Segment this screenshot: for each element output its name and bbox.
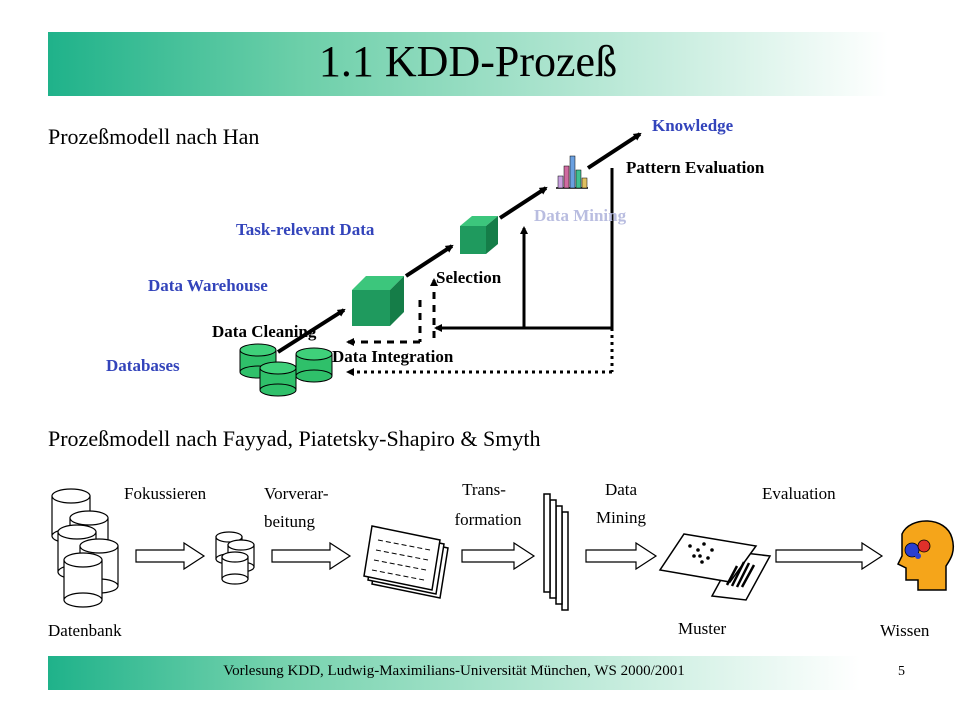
data-warehouse-cube-icon xyxy=(352,276,404,326)
page-number: 5 xyxy=(898,664,905,679)
footer-bar xyxy=(48,656,860,690)
label-databases: Databases xyxy=(106,356,180,375)
label-vorverarbeitung-1: Vorverar- xyxy=(264,484,329,503)
label-task-relevant-data: Task-relevant Data xyxy=(236,220,375,239)
label-data-mining: Data Mining xyxy=(534,206,627,225)
datenbank-cylinders-icon xyxy=(51,488,119,608)
label-vorverarbeitung-2: beitung xyxy=(264,512,315,531)
label-data-integration: Data Integration xyxy=(332,347,454,366)
label-wissen: Wissen xyxy=(880,621,930,640)
label-data-warehouse: Data Warehouse xyxy=(148,276,268,295)
han-feedback-arrows xyxy=(346,168,614,376)
label-datenbank: Datenbank xyxy=(48,621,122,640)
label-pattern-evaluation: Pattern Evaluation xyxy=(626,158,765,177)
task-relevant-cube-icon xyxy=(460,216,498,254)
label-evaluation: Evaluation xyxy=(762,484,836,503)
label-data-mining-1: Data xyxy=(604,480,638,499)
fayyad-model-heading: Prozeßmodell nach Fayyad, Piatetsky-Shap… xyxy=(48,426,541,451)
label-data-mining-2: Mining xyxy=(595,508,647,527)
han-main-arrows xyxy=(276,132,642,354)
label-fokussieren: Fokussieren xyxy=(124,484,207,503)
transformed-data-icon xyxy=(543,493,569,611)
label-knowledge: Knowledge xyxy=(652,116,734,135)
label-data-cleaning: Data Cleaning xyxy=(212,322,317,341)
wissen-head-icon xyxy=(896,520,955,591)
title-bar xyxy=(48,32,888,96)
pattern-chart-icon xyxy=(556,155,588,189)
label-muster: Muster xyxy=(678,619,727,638)
label-selection: Selection xyxy=(436,268,502,287)
muster-patterns-icon xyxy=(658,533,772,601)
footer-text: Vorlesung KDD, Ludwig-Maximilians-Univer… xyxy=(223,663,685,679)
slide-title: 1.1 KDD-Prozeß xyxy=(318,37,618,86)
focused-data-cylinders-icon xyxy=(215,531,255,585)
label-transformation-2: formation xyxy=(454,510,522,529)
database-cylinders-icon xyxy=(239,343,333,397)
label-transformation-1: Trans- xyxy=(462,480,506,499)
fayyad-process-arrows xyxy=(135,541,884,571)
preprocessed-documents-icon xyxy=(363,525,449,599)
han-model-heading: Prozeßmodell nach Han xyxy=(48,124,260,149)
